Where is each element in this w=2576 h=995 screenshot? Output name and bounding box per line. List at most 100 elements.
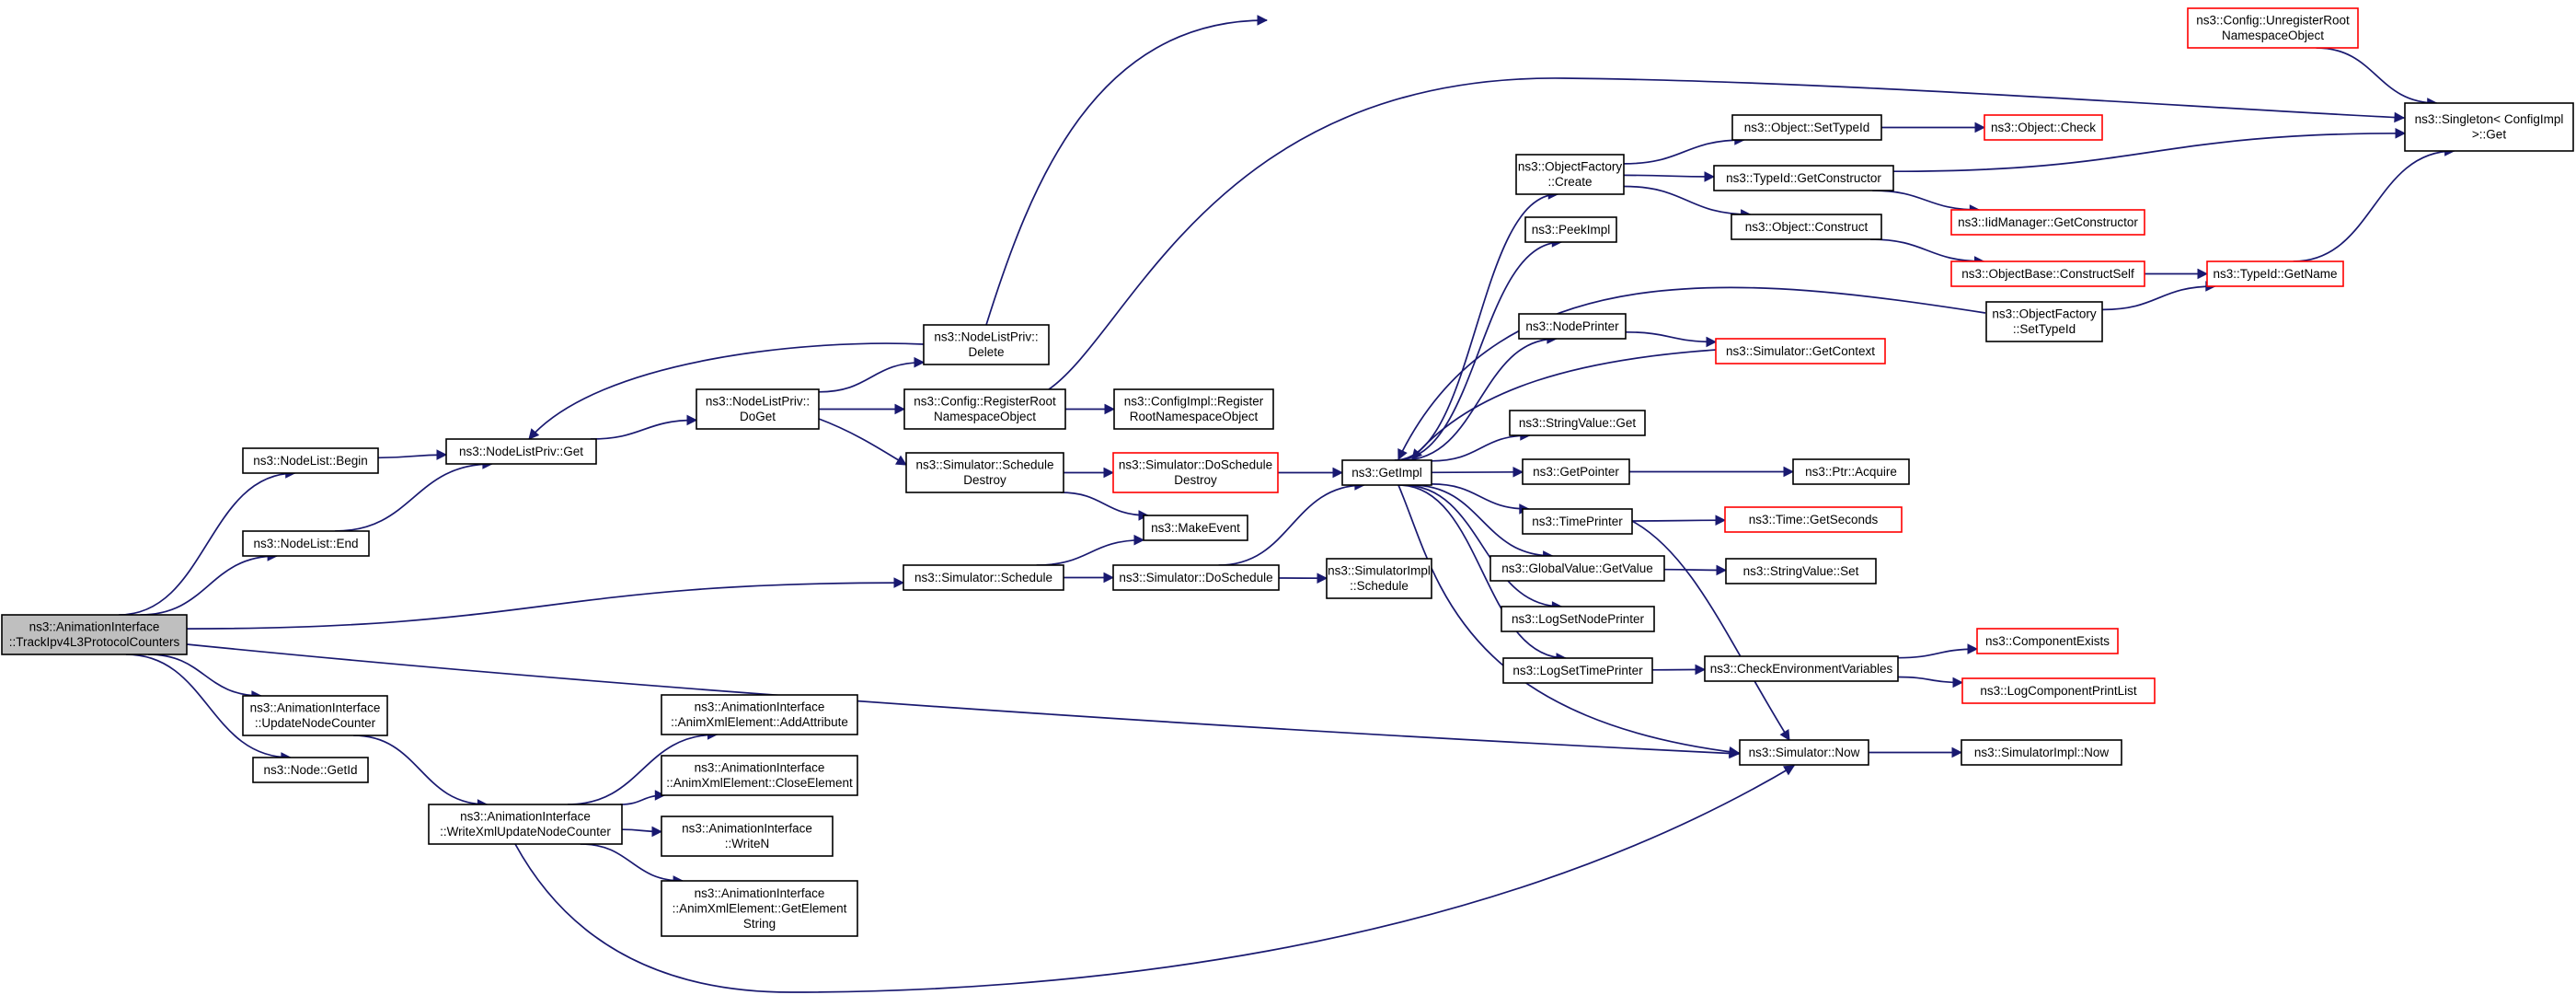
- node-box: [242, 530, 370, 557]
- node-cfgimplreg[interactable]: ns3::ConfigImpl::RegisterRootNamespaceOb…: [1113, 388, 1274, 430]
- node-chkenv[interactable]: ns3::CheckEnvironmentVariables: [1704, 655, 1899, 682]
- node-addattr[interactable]: ns3::AnimationInterface::AnimXmlElement:…: [661, 694, 858, 735]
- node-nodeprinter[interactable]: ns3::NodePrinter: [1518, 313, 1627, 340]
- node-closeel[interactable]: ns3::AnimationInterface::AnimXmlElement:…: [661, 755, 858, 796]
- edge-nodeprinter-to-simgetctx: [1625, 330, 1716, 342]
- node-label: ns3::IidManager::GetConstructor: [1958, 215, 2138, 229]
- node-logsettp[interactable]: ns3::LogSetTimePrinter: [1502, 657, 1653, 684]
- node-objconstruct[interactable]: ns3::Object::Construct: [1731, 214, 1882, 240]
- node-peekimpl[interactable]: ns3::PeekImpl: [1524, 216, 1617, 243]
- node-label: ns3::LogComponentPrintList: [1980, 684, 2137, 698]
- node-strvalget[interactable]: ns3::StringValue::Get: [1509, 410, 1646, 436]
- node-label: ns3::MakeEvent: [1151, 521, 1240, 535]
- edge-objconstruct-to-objbaseconst: [1869, 238, 1984, 261]
- node-label: ns3::ComponentExists: [1985, 634, 2110, 648]
- node-label: ::SetTypeId: [2013, 322, 2076, 336]
- node-box: [2404, 102, 2574, 152]
- node-box: [1, 614, 188, 655]
- node-tidgetname[interactable]: ns3::TypeId::GetName: [2206, 260, 2344, 287]
- node-objsettid[interactable]: ns3::Object::SetTypeId: [1731, 114, 1882, 141]
- edge-nlpdoget-to-nlpdelete: [818, 363, 924, 393]
- node-label: ::Create: [1547, 175, 1592, 189]
- edge-path: [590, 420, 696, 440]
- node-simgetctx[interactable]: ns3::Simulator::GetContext: [1715, 338, 1886, 364]
- node-getelstr[interactable]: ns3::AnimationInterface::AnimXmlElement:…: [661, 880, 858, 937]
- node-compexists[interactable]: ns3::ComponentExists: [1976, 628, 2119, 654]
- node-simimplsched[interactable]: ns3::SimulatorImpl::Schedule: [1326, 558, 1432, 599]
- node-label: ns3::AnimationInterface: [460, 810, 591, 824]
- node-label: ns3::Node::GetId: [263, 763, 357, 777]
- node-box: [1950, 260, 2145, 287]
- edge-path: [1431, 472, 1523, 473]
- edge-wxml-to-writen: [621, 829, 661, 831]
- node-updnc[interactable]: ns3::AnimationInterface::UpdateNodeCount…: [242, 695, 388, 736]
- node-timeprinter[interactable]: ns3::TimePrinter: [1522, 508, 1633, 535]
- node-root[interactable]: ns3::AnimationInterface::TrackIpv4L3Prot…: [1, 614, 188, 655]
- edge-objfacsettid-to-tidgetname: [2101, 286, 2215, 311]
- node-nlpdelete[interactable]: ns3::NodeListPriv::Delete: [923, 324, 1050, 365]
- edge-tidgetctor-to-singleton: [1892, 133, 2405, 173]
- node-gvgetval[interactable]: ns3::GlobalValue::GetValue: [1489, 555, 1665, 582]
- node-simdosched[interactable]: ns3::Simulator::DoSchedule: [1112, 564, 1280, 591]
- node-box: [1489, 555, 1665, 582]
- node-box: [1522, 458, 1630, 485]
- edge-getimpl-to-nodeprinter: [1402, 339, 1557, 461]
- node-box: [1724, 506, 1903, 533]
- node-strvalset[interactable]: ns3::StringValue::Set: [1725, 558, 1877, 584]
- node-logcpl[interactable]: ns3::LogComponentPrintList: [1961, 677, 2156, 704]
- node-getpointer[interactable]: ns3::GetPointer: [1522, 458, 1630, 485]
- edge-simschdes-to-makeevent: [1060, 492, 1148, 515]
- node-simnow[interactable]: ns3::Simulator::Now: [1739, 739, 1869, 766]
- edge-getimpl-to-logsetnp: [1403, 484, 1561, 607]
- edge-path: [529, 342, 925, 439]
- node-objfaccreate[interactable]: ns3::ObjectFactory::Create: [1515, 154, 1625, 195]
- node-wxml[interactable]: ns3::AnimationInterface::WriteXmlUpdateN…: [428, 804, 623, 845]
- node-objfacsettid[interactable]: ns3::ObjectFactory::SetTypeId: [1985, 301, 2103, 342]
- node-timegetsec[interactable]: ns3::Time::GetSeconds: [1724, 506, 1903, 533]
- node-simimplnow[interactable]: ns3::SimulatorImpl::Now: [1961, 739, 2122, 766]
- edge-wxml-to-addattr: [567, 735, 718, 805]
- node-nlpget[interactable]: ns3::NodeListPriv::Get: [445, 438, 597, 465]
- node-objcheck[interactable]: ns3::Object::Check: [1984, 114, 2103, 141]
- edge-objfacsettid-to-getimpl: [1397, 286, 1986, 459]
- node-label: ns3::ObjectFactory: [1518, 160, 1623, 174]
- edge-path: [985, 20, 1267, 326]
- node-logsetnp[interactable]: ns3::LogSetNodePrinter: [1501, 606, 1655, 632]
- node-cfgunreg[interactable]: ns3::Config::UnregisterRootNamespaceObje…: [2187, 7, 2359, 49]
- node-getimpl[interactable]: ns3::GetImpl: [1341, 459, 1432, 486]
- node-singleton[interactable]: ns3::Singleton< ConfigImpl >::Get: [2404, 102, 2574, 152]
- node-nlpdoget[interactable]: ns3::NodeListPriv::DoGet: [696, 388, 820, 430]
- edge-path: [818, 363, 924, 393]
- node-tidgetctor[interactable]: ns3::TypeId::GetConstructor: [1713, 165, 1894, 191]
- edge-nlpdoget-to-simschdes: [818, 418, 906, 466]
- edge-gvgetval-to-strvalset: [1663, 570, 1726, 571]
- edge-path: [1397, 286, 1986, 459]
- node-box: [428, 804, 623, 845]
- node-label: Destroy: [1174, 473, 1217, 487]
- edge-getimpl-to-strvalget: [1431, 435, 1530, 462]
- node-box: [1326, 558, 1432, 599]
- node-box: [2187, 7, 2359, 49]
- node-label: ns3::NodeListPriv::Get: [459, 445, 583, 458]
- node-objbaseconst[interactable]: ns3::ObjectBase::ConstructSelf: [1950, 260, 2145, 287]
- node-label: ns3::TypeId::GetName: [2213, 267, 2337, 281]
- node-iidgetctor[interactable]: ns3::IidManager::GetConstructor: [1950, 209, 2145, 236]
- node-box: [1961, 739, 2122, 766]
- node-box: [696, 388, 820, 430]
- node-simsched[interactable]: ns3::Simulator::Schedule: [903, 564, 1064, 591]
- edge-chkenv-to-compexists: [1897, 649, 1977, 659]
- node-label: ns3::ConfigImpl::Register: [1124, 395, 1264, 409]
- node-label: ns3::Simulator::DoSchedule: [1119, 571, 1272, 584]
- edge-path: [186, 583, 903, 630]
- node-nlbegin[interactable]: ns3::NodeList::Begin: [242, 447, 379, 474]
- edge-path: [620, 795, 664, 805]
- node-writen[interactable]: ns3::AnimationInterface::WriteN: [661, 816, 834, 857]
- node-nlend[interactable]: ns3::NodeList::End: [242, 530, 370, 557]
- node-nodegetid[interactable]: ns3::Node::GetId: [252, 757, 369, 783]
- node-ptracq[interactable]: ns3::Ptr::Acquire: [1792, 458, 1910, 485]
- edge-updnc-to-wxml: [353, 735, 487, 804]
- node-makeevent[interactable]: ns3::MakeEvent: [1143, 515, 1248, 541]
